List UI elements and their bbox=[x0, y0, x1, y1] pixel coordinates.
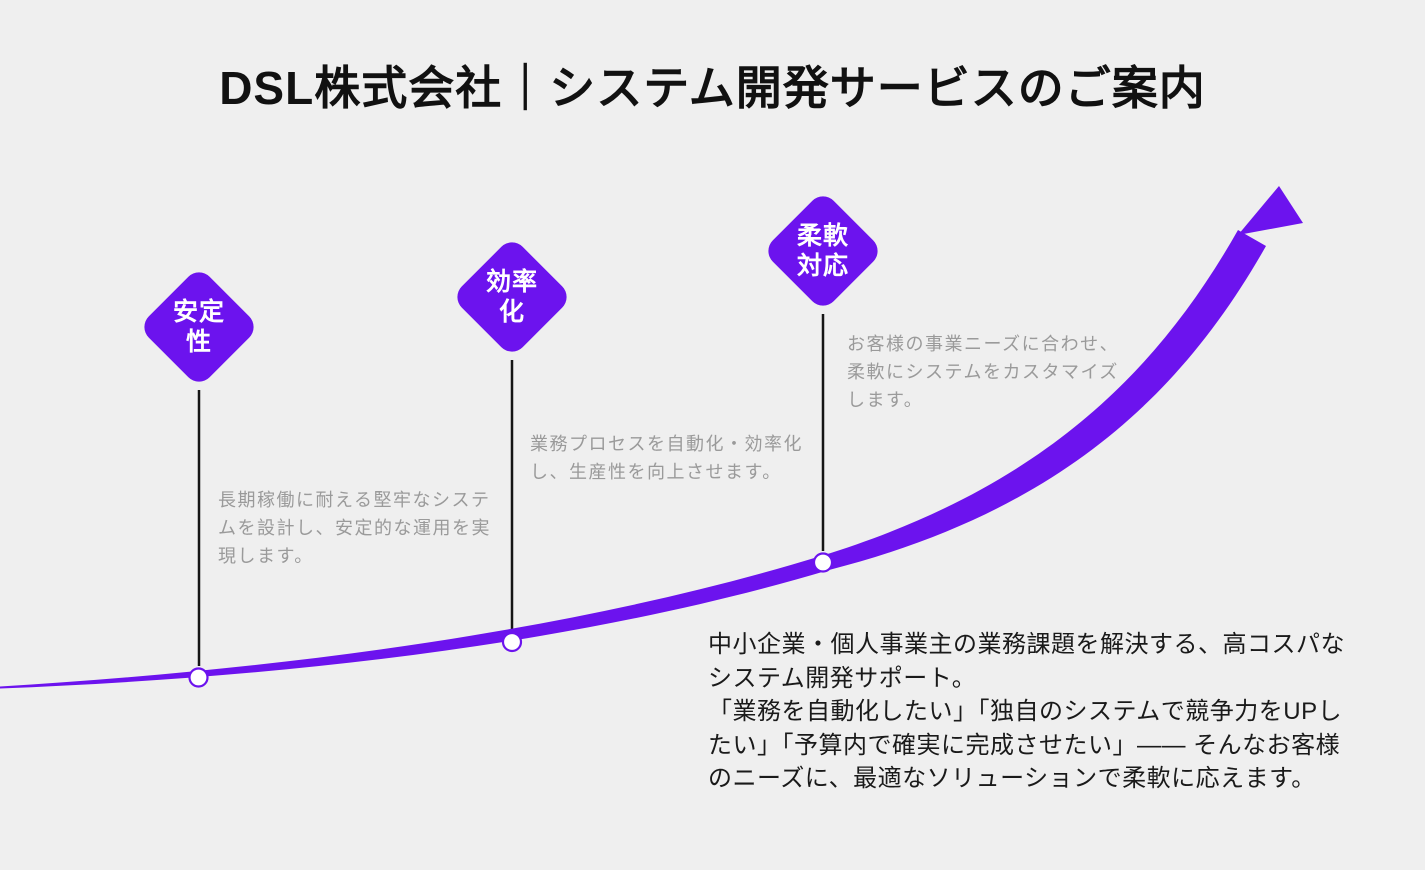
page-title: DSL株式会社｜システム開発サービスのご案内 bbox=[219, 62, 1206, 114]
milestone-node-2 bbox=[501, 631, 523, 653]
service-summary-text: 中小企業・個人事業主の業務課題を解決する、高コスパな システム開発サポート。 「… bbox=[708, 631, 1345, 792]
milestone-badge-label: 効率 化 bbox=[485, 267, 539, 326]
milestone-badge-label: 安定 性 bbox=[172, 297, 226, 356]
milestone-badge-label: 柔軟 対応 bbox=[796, 221, 850, 280]
milestone-description-stability: 長期稼働に耐える堅牢なシステ ムを設計し、安定的な運用を実 現します。 bbox=[218, 490, 491, 566]
milestone-node-3 bbox=[812, 552, 834, 573]
milestone-description-efficiency: 業務プロセスを自動化・効率化 し、生産性を向上させます。 bbox=[530, 434, 803, 482]
milestone-description-flexibility: お客様の事業ニーズに合わせ、 柔軟にシステムをカスタマイズ します。 bbox=[847, 334, 1120, 410]
arrowhead-icon bbox=[1238, 186, 1303, 235]
milestone-node-1 bbox=[188, 667, 209, 688]
